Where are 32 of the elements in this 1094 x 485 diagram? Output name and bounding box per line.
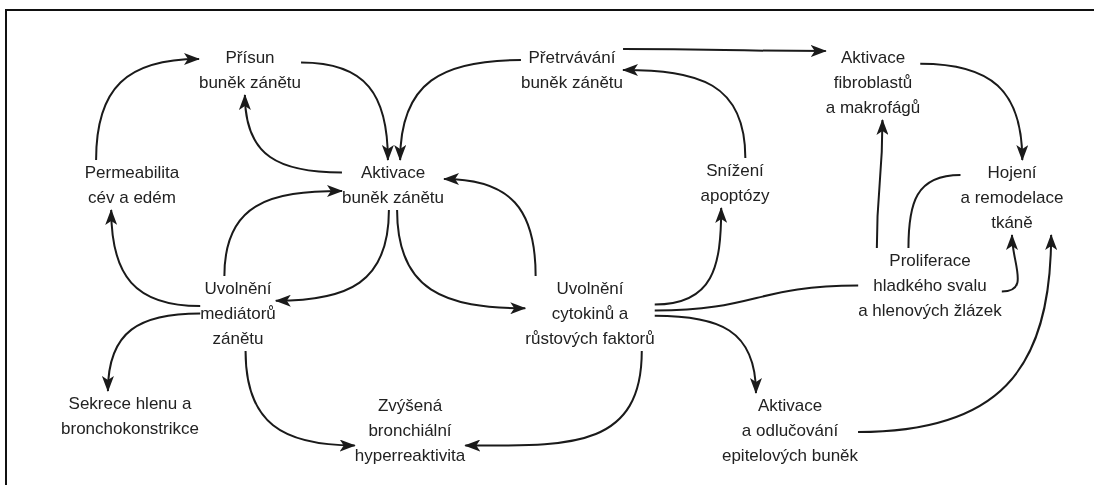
node-label: Hojení a remodelace tkáně [960, 160, 1064, 235]
arrow [102, 312, 202, 392]
arrow [875, 119, 889, 249]
node-label: Proliferace hladkého svalu a hlenových žlázek [858, 248, 1002, 323]
node-label: Zvýšená bronchiální hyperreaktivita [354, 393, 466, 468]
arrow [443, 173, 537, 277]
node-label: Aktivace a odlučování epitelových buněk [721, 393, 859, 468]
arrow [396, 209, 527, 314]
arrow [622, 44, 827, 57]
arrow [394, 59, 522, 161]
arrow [622, 64, 747, 159]
node-label: Přísun buněk zánětu [198, 45, 302, 95]
node-label: Uvolnění cytokinů a růstových faktorů [525, 276, 655, 351]
arrow [95, 53, 200, 161]
arrow [300, 61, 394, 161]
node-label: Aktivace buněk zánětu [341, 160, 445, 210]
arrow [919, 62, 1028, 161]
node-label: Snížení apoptózy [700, 158, 770, 208]
arrow [239, 94, 343, 174]
arrow [244, 350, 356, 452]
arrow [105, 209, 202, 307]
node-label: Permeabilita cév a edém [84, 160, 180, 210]
arrow [857, 234, 1057, 433]
arrow [464, 350, 643, 452]
arrow [653, 207, 727, 306]
node-label: Uvolnění mediátorů zánětu [200, 276, 276, 351]
node-label: Přetrvávání buněk zánětu [520, 45, 624, 95]
arrow [274, 209, 390, 307]
node-label: Aktivace fibroblastů a makrofágů [825, 45, 921, 120]
arrow [223, 185, 343, 277]
arrow [653, 314, 762, 394]
node-label: Sekrece hlenu a bronchokonstrikce [61, 391, 199, 441]
